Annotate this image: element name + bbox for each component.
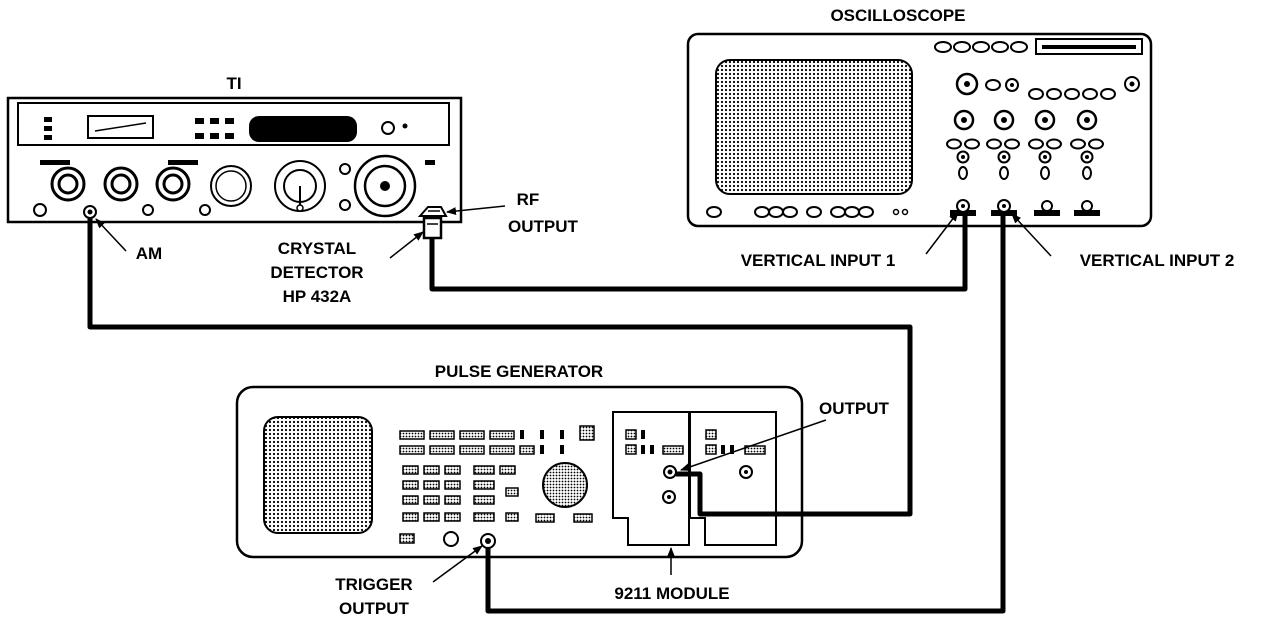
- disk-drive-slot: [1035, 38, 1143, 55]
- pulse-generator-title: PULSE GENERATOR: [435, 362, 603, 381]
- ti-large-dial: [353, 154, 417, 218]
- cables: [87, 212, 1006, 614]
- scope-top-buttons: [934, 41, 1028, 53]
- ti-keypad: [195, 118, 234, 139]
- cable-am-to-pulse-output: [87, 218, 913, 517]
- oscilloscope-title: OSCILLOSCOPE: [830, 6, 965, 25]
- scope-small-knobs: [956, 150, 1094, 180]
- am-connector: [83, 205, 97, 219]
- oscilloscope-instrument: [686, 32, 1153, 228]
- rf-output-connector: [417, 206, 448, 217]
- ti-instrument: [6, 96, 463, 224]
- pulse-generator-keypad: [399, 425, 595, 523]
- rf-output-label-line1: RF: [517, 190, 540, 209]
- scope-input-4-connector: [1074, 200, 1100, 216]
- ti-title: TI: [226, 74, 241, 93]
- scope-channel-buttons: [946, 138, 1104, 150]
- scope-bottom-controls: [706, 206, 909, 218]
- crystal-detector: [422, 216, 443, 240]
- ti-connector-2: [103, 166, 139, 202]
- pulse-generator-knob: [542, 462, 588, 508]
- crystal-label-line2: DETECTOR: [270, 263, 363, 282]
- pulse-generator-instrument: [235, 385, 804, 559]
- ti-tuning-knob: [274, 160, 326, 212]
- digital-display: [249, 116, 357, 142]
- pulse-generator-speaker-grille: [263, 416, 373, 534]
- scope-input-3-connector: [1034, 200, 1060, 216]
- module-label: 9211 MODULE: [614, 584, 729, 603]
- am-label: AM: [136, 244, 162, 263]
- ti-knob-plain: [210, 165, 252, 207]
- trigger-label-line1: TRIGGER: [335, 575, 412, 594]
- vertical-input-2-label: VERTICAL INPUT 2: [1080, 251, 1235, 270]
- scope-knobs-row1: [955, 72, 1140, 100]
- trigger-output-connector: [480, 533, 496, 549]
- vertical-input-1-label: VERTICAL INPUT 1: [741, 251, 896, 270]
- ti-indicator-lights: [44, 117, 52, 140]
- ti-connector-1: [50, 166, 86, 202]
- ti-connector-3: [155, 166, 191, 202]
- cable-trigger-to-vertical-input-2: [485, 212, 1006, 614]
- crystal-label-line3: HP 432A: [283, 287, 352, 306]
- callout-arrows: [95, 205, 1052, 583]
- scope-channel-knobs: [953, 109, 1098, 131]
- oscilloscope-screen: [715, 59, 913, 195]
- cable-detector-to-vertical-input-1: [429, 212, 968, 292]
- rf-output-label-line2: OUTPUT: [508, 217, 579, 236]
- ti-knob-small: [381, 121, 395, 135]
- output-label: OUTPUT: [819, 399, 890, 418]
- trigger-label-line2: OUTPUT: [339, 599, 410, 618]
- meter-display: [87, 115, 154, 139]
- crystal-label-line1: CRYSTAL: [278, 239, 356, 258]
